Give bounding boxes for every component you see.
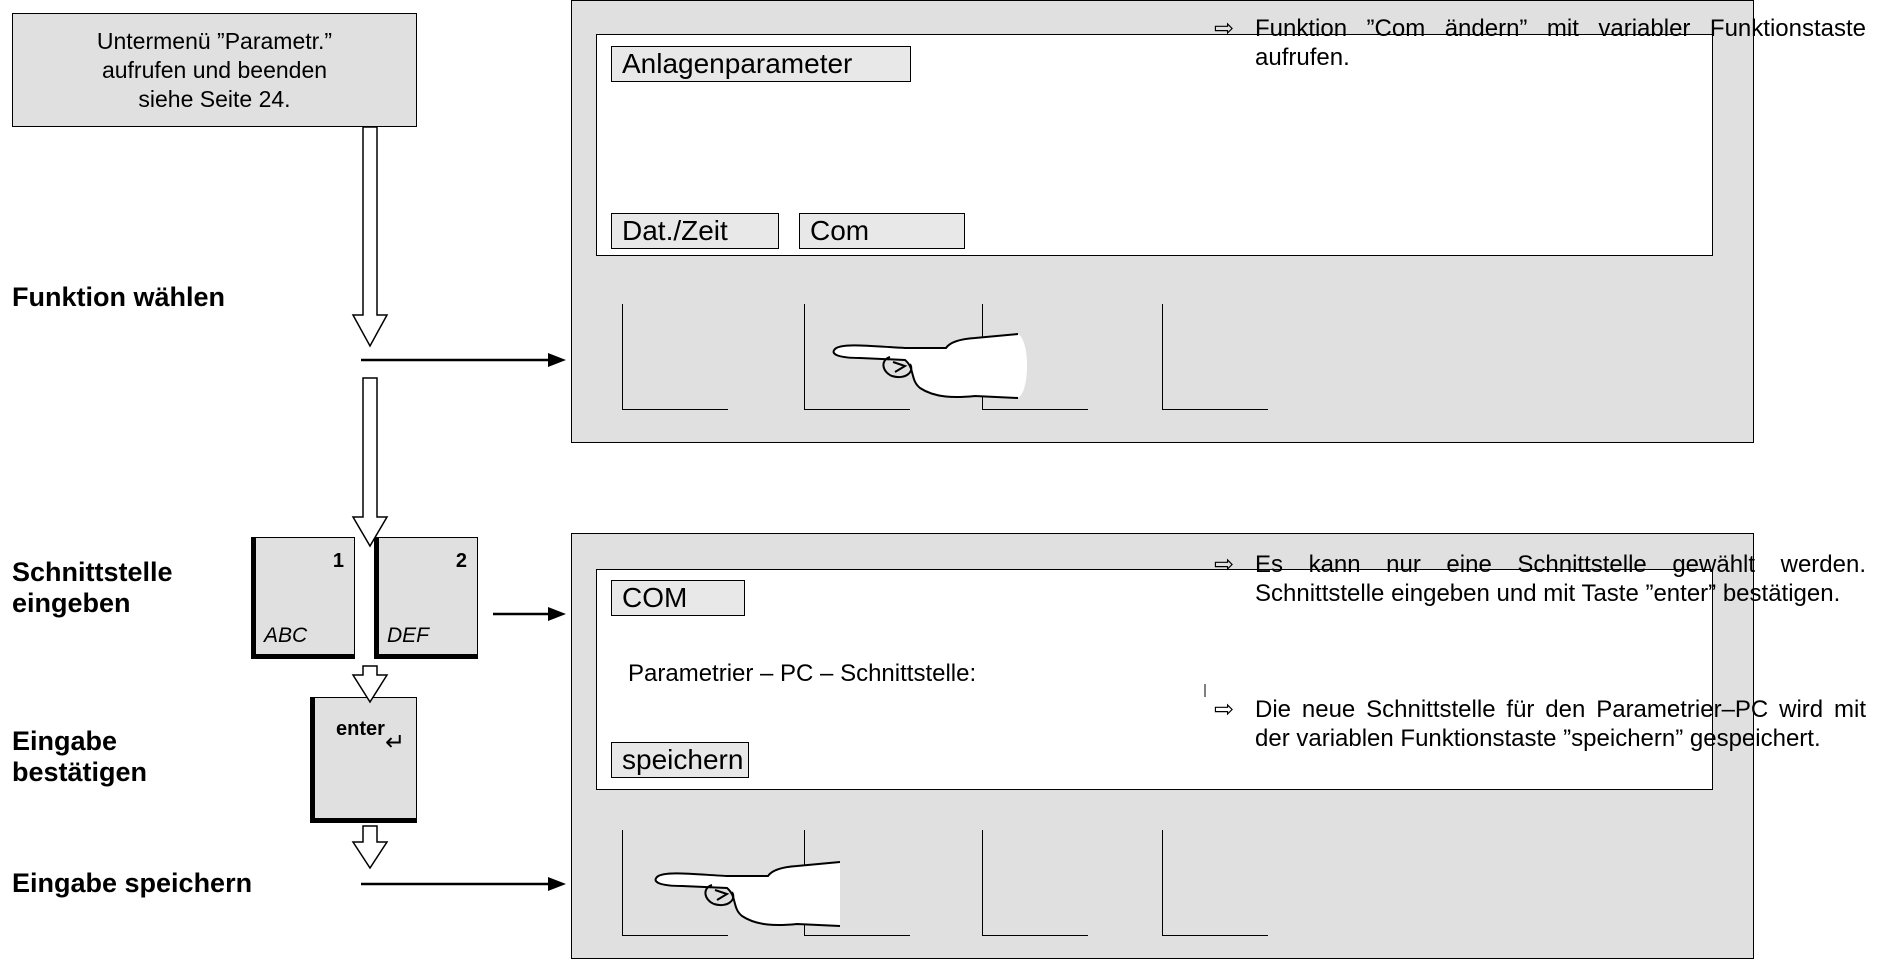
enter-key[interactable]: enter ↵ (310, 697, 417, 823)
step-enter-interface-line2: eingeben (12, 588, 131, 618)
right-arrow-icon: ⇨ (1214, 551, 1235, 578)
enter-key-label: enter (336, 718, 385, 740)
right-arrow-icon: ⇨ (1214, 696, 1235, 723)
step-confirm-line1: Eingabe (12, 726, 118, 756)
step-confirm-input: Eingabe bestätigen (12, 726, 147, 788)
intro-box: Untermenü ”Parametr.” aufrufen und beend… (12, 13, 417, 127)
step-enter-interface-line1: Schnittstelle (12, 557, 173, 587)
function-key-4[interactable] (1162, 304, 1268, 410)
step-save-input: Eingabe speichern (12, 868, 253, 898)
pointing-hand-icon (654, 861, 841, 927)
step-enter-interface: Schnittstelle eingeben (12, 557, 173, 619)
screen-title-anlagenparameter: Anlagenparameter (611, 46, 911, 82)
flow-arrow-down (351, 825, 389, 870)
note-2: ⇨ Es kann nur eine Schnittstelle gewählt… (1214, 550, 1866, 608)
return-arrow-icon: ↵ (385, 729, 406, 756)
pointing-hand-icon (832, 333, 1027, 399)
function-key-4[interactable] (1162, 830, 1268, 936)
display-screen-1: Anlagenparameter Dat./Zeit Com (596, 34, 1713, 256)
intro-line: siehe Seite 24. (138, 85, 291, 112)
intro-line: Untermenü ”Parametr.” (96, 27, 333, 54)
key-1-abc[interactable]: 1 ABC (251, 537, 355, 659)
flow-arrow-down (351, 126, 389, 348)
key-number: 2 (455, 550, 467, 572)
softkey-label-com[interactable]: Com (799, 213, 965, 249)
note-1-text: Funktion ”Com ändern” mit variabler Funk… (1255, 15, 1866, 71)
softkey-label-speichern[interactable]: speichern (611, 742, 749, 778)
key-2-def[interactable]: 2 DEF (374, 537, 478, 659)
step-confirm-line2: bestätigen (12, 757, 148, 787)
function-key-1[interactable] (622, 304, 728, 410)
note-1: ⇨ Funktion ”Com ändern” mit variabler Fu… (1214, 14, 1866, 72)
key-letters: DEF (387, 624, 429, 647)
arrowhead (548, 877, 566, 891)
arrowhead (548, 353, 566, 367)
key-letters: ABC (264, 624, 308, 647)
flow-arrow-down (351, 665, 389, 704)
intro-line: aufrufen und beenden (101, 56, 328, 83)
function-key-3[interactable] (982, 830, 1088, 936)
interface-prompt: Parametrier – PC – Schnittstelle: (628, 660, 977, 687)
arrowhead (548, 607, 566, 621)
note-2-text: Es kann nur eine Schnittstelle gewählt w… (1255, 551, 1866, 607)
key-number: 1 (332, 550, 344, 572)
flow-arrow-down (351, 377, 389, 548)
function-key-2[interactable] (804, 304, 910, 410)
note-3-text: Die neue Schnittstelle für den Parametri… (1255, 696, 1866, 752)
softkey-label-datzeit[interactable]: Dat./Zeit (611, 213, 779, 249)
display-screen-2: COM Parametrier – PC – Schnittstelle: sp… (596, 569, 1713, 790)
function-key-1[interactable] (622, 830, 728, 936)
step-select-function: Funktion wählen (12, 282, 225, 312)
note-3: ⇨ Die neue Schnittstelle für den Paramet… (1214, 695, 1866, 753)
screen-title-com: COM (611, 580, 745, 616)
right-arrow-icon: ⇨ (1214, 15, 1235, 42)
